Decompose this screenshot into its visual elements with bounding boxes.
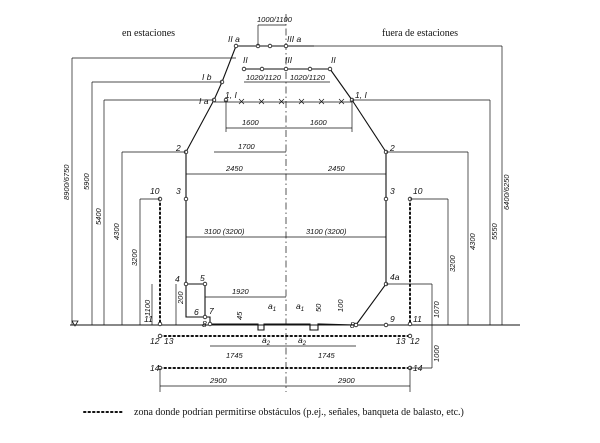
svg-text:10: 10 bbox=[413, 186, 423, 196]
svg-text:1100: 1100 bbox=[143, 299, 152, 316]
svg-text:III a: III a bbox=[287, 34, 301, 44]
svg-text:12: 12 bbox=[410, 336, 420, 346]
svg-text:8: 8 bbox=[350, 320, 355, 330]
svg-text:2450: 2450 bbox=[225, 164, 244, 173]
svg-text:2: 2 bbox=[175, 143, 181, 153]
svg-text:5900: 5900 bbox=[82, 172, 91, 190]
svg-text:5400: 5400 bbox=[94, 207, 103, 225]
svg-text:1, I: 1, I bbox=[355, 90, 367, 100]
svg-text:1600: 1600 bbox=[310, 118, 328, 127]
svg-text:a2: a2 bbox=[298, 335, 307, 347]
svg-text:4300: 4300 bbox=[468, 232, 477, 250]
svg-text:2: 2 bbox=[389, 143, 395, 153]
svg-text:50: 50 bbox=[314, 303, 323, 312]
outline-left-step bbox=[185, 284, 205, 318]
svg-text:200: 200 bbox=[176, 291, 185, 305]
svg-text:7: 7 bbox=[209, 306, 214, 316]
svg-text:3100 (3200): 3100 (3200) bbox=[204, 227, 245, 236]
svg-text:1000: 1000 bbox=[432, 344, 441, 362]
svg-text:1070: 1070 bbox=[432, 300, 441, 318]
svg-text:1600: 1600 bbox=[242, 118, 260, 127]
svg-text:13: 13 bbox=[396, 336, 406, 346]
svg-text:I a: I a bbox=[199, 96, 209, 106]
svg-text:1020/1120: 1020/1120 bbox=[246, 73, 282, 82]
outline-bottom bbox=[210, 323, 357, 331]
header-right: fuera de estaciones bbox=[382, 28, 458, 39]
height-dimensions bbox=[71, 45, 503, 369]
outline-nodes bbox=[157, 43, 413, 371]
svg-text:2900: 2900 bbox=[337, 376, 356, 385]
svg-text:II: II bbox=[243, 55, 248, 65]
svg-text:3200: 3200 bbox=[130, 248, 139, 266]
svg-text:5550: 5550 bbox=[490, 222, 499, 240]
point-labels: II a III a I b I a II III II 1, I 1, I 2… bbox=[144, 34, 423, 373]
svg-text:45: 45 bbox=[235, 311, 244, 320]
svg-text:a2: a2 bbox=[262, 335, 271, 347]
svg-text:1700: 1700 bbox=[238, 142, 256, 151]
svg-text:4300: 4300 bbox=[112, 222, 121, 240]
width-dimensions bbox=[159, 24, 411, 392]
svg-text:2450: 2450 bbox=[327, 164, 346, 173]
svg-text:4: 4 bbox=[175, 274, 180, 284]
svg-text:100: 100 bbox=[336, 299, 345, 312]
svg-text:I b: I b bbox=[202, 72, 212, 82]
x-marks bbox=[238, 98, 345, 105]
svg-text:3: 3 bbox=[176, 186, 181, 196]
svg-text:3200: 3200 bbox=[448, 254, 457, 272]
svg-text:1745: 1745 bbox=[318, 351, 336, 360]
svg-text:14: 14 bbox=[150, 363, 160, 373]
svg-text:a1: a1 bbox=[296, 301, 304, 313]
level-marker-icon bbox=[71, 320, 79, 327]
svg-text:1745: 1745 bbox=[226, 351, 244, 360]
legend-text: zona donde podrían permitirse obstáculos… bbox=[134, 407, 464, 418]
svg-text:III: III bbox=[285, 55, 293, 65]
svg-text:6: 6 bbox=[194, 307, 199, 317]
header-left: en estaciones bbox=[122, 28, 175, 39]
svg-text:13: 13 bbox=[164, 336, 174, 346]
svg-text:12: 12 bbox=[150, 336, 160, 346]
svg-text:3100 (3200): 3100 (3200) bbox=[306, 227, 347, 236]
svg-text:8900/6750: 8900/6750 bbox=[62, 164, 71, 200]
svg-text:10: 10 bbox=[150, 186, 160, 196]
svg-text:11: 11 bbox=[413, 314, 422, 324]
outline-right-main bbox=[351, 99, 387, 326]
svg-text:8: 8 bbox=[202, 319, 207, 329]
svg-text:6400/6250: 6400/6250 bbox=[502, 174, 511, 210]
dimension-labels: 1000/1100 1020/1120 1020/1120 1600 1600 … bbox=[62, 15, 511, 385]
svg-text:1, I: 1, I bbox=[225, 90, 237, 100]
svg-text:1000/1100: 1000/1100 bbox=[257, 15, 293, 24]
outline-left-main bbox=[185, 99, 215, 324]
svg-text:II: II bbox=[331, 55, 336, 65]
svg-text:4a: 4a bbox=[390, 272, 400, 282]
outline-right-upper bbox=[329, 68, 353, 101]
svg-text:9: 9 bbox=[390, 314, 395, 324]
svg-text:5: 5 bbox=[200, 273, 205, 283]
svg-text:1020/1120: 1020/1120 bbox=[290, 73, 326, 82]
svg-text:3: 3 bbox=[390, 186, 395, 196]
svg-text:II a: II a bbox=[228, 34, 240, 44]
svg-text:2900: 2900 bbox=[209, 376, 228, 385]
svg-text:14: 14 bbox=[413, 363, 423, 373]
svg-text:11: 11 bbox=[144, 314, 153, 324]
svg-text:a1: a1 bbox=[268, 301, 276, 313]
svg-text:1920: 1920 bbox=[232, 287, 250, 296]
